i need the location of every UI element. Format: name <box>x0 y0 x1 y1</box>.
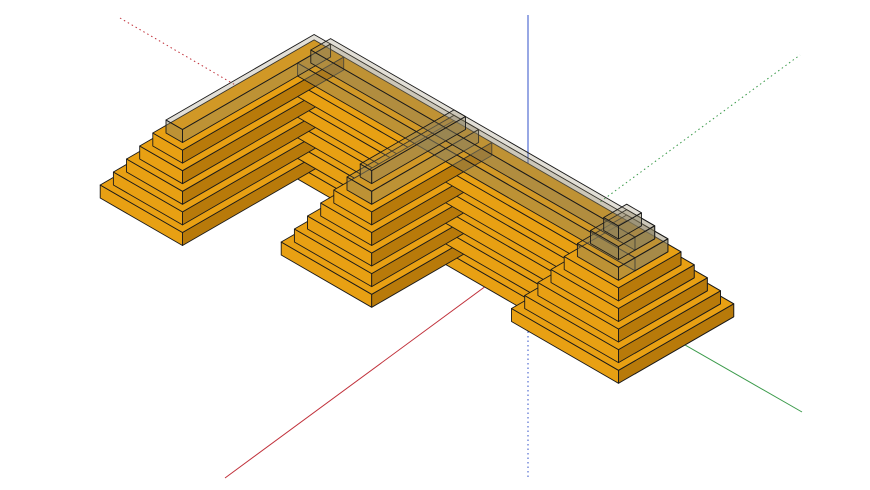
layer-5-middle-wing-top <box>346 114 480 192</box>
layer-6-middle-wing-top <box>359 109 466 172</box>
stepped-terrace-model[interactable] <box>99 34 735 384</box>
layer-6-right-wing-top <box>590 209 656 248</box>
layer-4-middle-wing-top <box>333 120 493 213</box>
layer-5-left-wing-top <box>165 34 332 130</box>
layer-5-right-wing-top <box>576 214 669 268</box>
layer-7-right-wing-top <box>603 203 642 227</box>
layer-4-left-wing-top <box>152 39 345 151</box>
red-axis-positive <box>224 254 529 479</box>
